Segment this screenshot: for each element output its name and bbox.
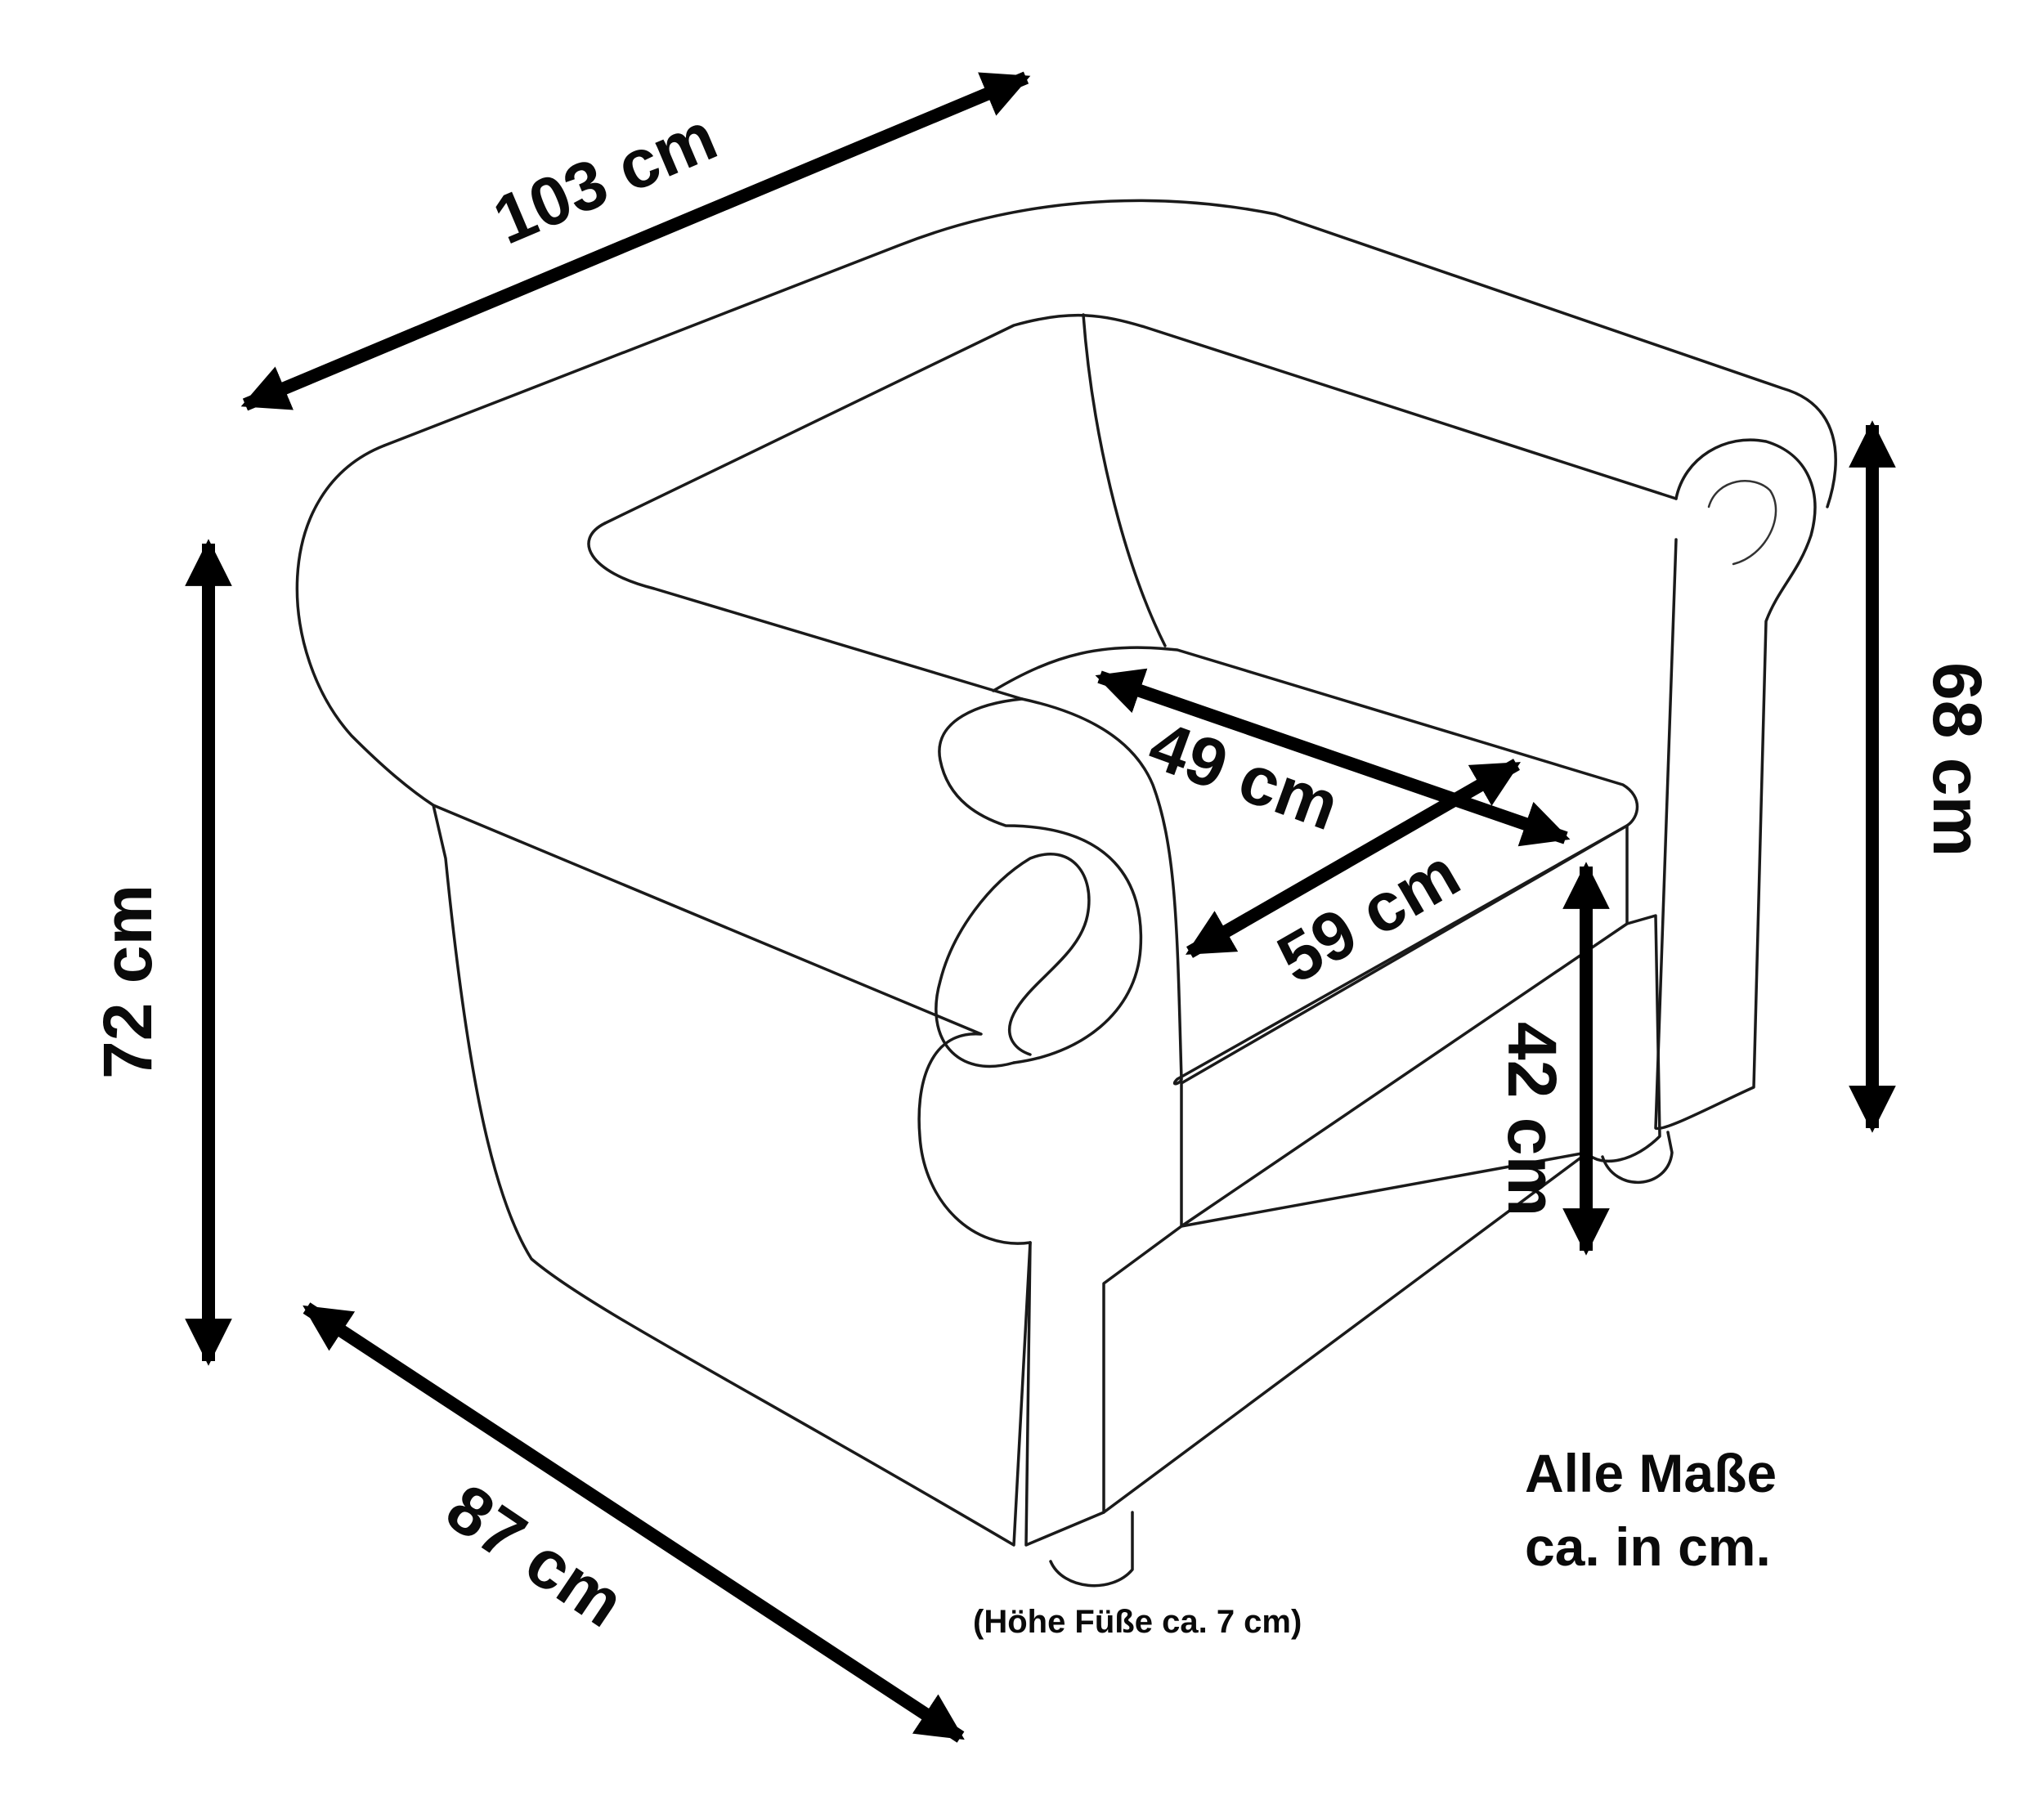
left-arm-front-scroll [938, 697, 1143, 1064]
front-side-panel [432, 804, 1032, 1547]
dimension-labels: 103 cm 87 cm 72 cm 68 cm 42 cm 49 cm 59 … [89, 97, 1996, 1641]
label-seat-width: 59 cm [1265, 834, 1472, 998]
right-arm-outline [1654, 438, 1817, 1131]
dimension-arrows [185, 71, 1896, 1743]
note-line-1: Alle Maße [1525, 1443, 1777, 1503]
armchair-drawing [295, 199, 1837, 1588]
note-line-2: ca. in cm. [1525, 1516, 1771, 1577]
arrow-depth [303, 1302, 965, 1743]
label-depth: 87 cm [433, 1469, 638, 1641]
label-seat-height: 42 cm [1494, 1022, 1571, 1216]
left-arm-top-sweep [587, 522, 1183, 1081]
notes: Alle Maße ca. in cm. (Höhe Füße ca. 7 cm… [973, 1443, 1777, 1640]
label-width: 103 cm [482, 97, 727, 259]
inner-back-left-edge [1082, 313, 1167, 647]
arrow-width [240, 71, 1031, 411]
backrest-top-outline [383, 199, 1837, 508]
backrest-inner-outline [603, 313, 1678, 525]
base-bottom-line [1102, 1155, 1584, 1514]
right-arm-base [1585, 914, 1661, 1163]
left-arm-scroll-curl [935, 853, 1091, 1068]
right-arm-scroll-curl [1707, 480, 1777, 566]
label-height-front: 72 cm [89, 885, 166, 1079]
seat-cushion-outline [992, 646, 1639, 1086]
arrow-seat-width [1186, 759, 1521, 958]
right-back-foot [1601, 1131, 1674, 1185]
feet-height-note: (Höhe Füße ca. 7 cm) [973, 1604, 1302, 1640]
left-front-foot [1049, 1511, 1134, 1588]
left-arm-roll-outline [295, 444, 1032, 1245]
label-height-back: 68 cm [1919, 662, 1996, 857]
